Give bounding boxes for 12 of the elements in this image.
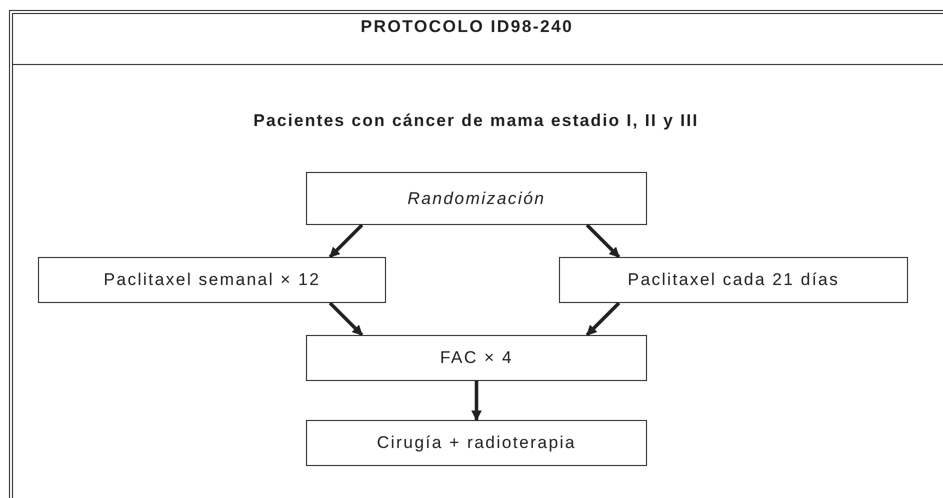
arrow xyxy=(328,302,364,336)
arrow xyxy=(328,224,364,258)
process-box: Paclitaxel semanal × 12 xyxy=(38,257,386,303)
subtitle: Pacientes con cáncer de mama estadio I, II y III xyxy=(252,111,700,131)
title: PROTOCOLO ID98-240 xyxy=(360,17,574,37)
arrow xyxy=(586,302,620,336)
process-box: Randomización xyxy=(306,172,647,225)
process-box: FAC × 4 xyxy=(306,335,647,381)
process-box: Paclitaxel cada 21 días xyxy=(559,257,908,303)
arrow xyxy=(471,381,482,422)
arrow xyxy=(586,224,620,258)
process-box: Cirugía + radioterapia xyxy=(306,420,647,466)
